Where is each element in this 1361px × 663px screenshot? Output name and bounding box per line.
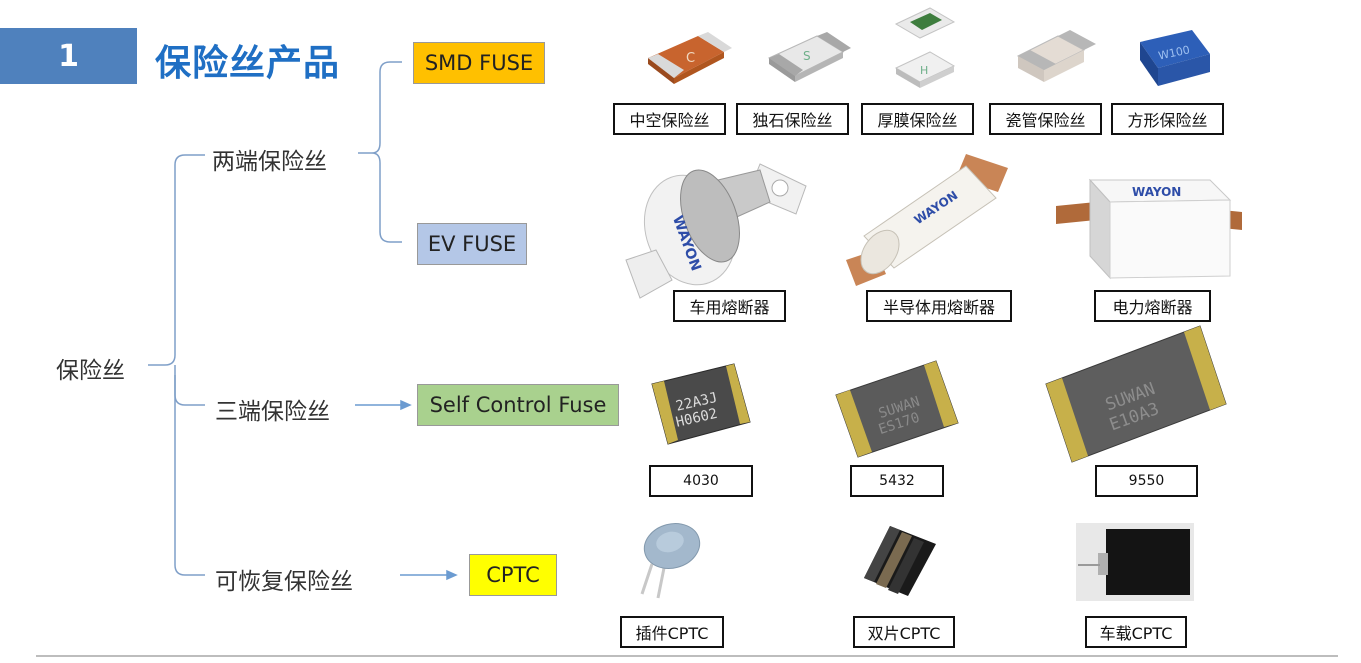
scf-4030-image: 22A3J H0602: [651, 363, 751, 445]
scf-9550-image: SUWAN E10A3: [1045, 325, 1227, 463]
scf-caption-9550: 9550: [1095, 465, 1198, 497]
root-bracket: [148, 154, 205, 576]
square-fuse-marking: W100: [1157, 43, 1191, 62]
thick-film-fuse-marking: H: [920, 64, 928, 77]
monolithic-fuse-marking: S: [803, 49, 811, 63]
power-fuse-image: WAYON: [1056, 178, 1242, 280]
ev-caption-semiconductor: 半导体用熔断器: [866, 290, 1012, 322]
square-fuse-image: W100: [1140, 30, 1210, 86]
scf-arrow-head: [400, 399, 412, 411]
leaded-cptc-image: [640, 523, 701, 599]
automotive-fuse-image: WAYON: [625, 163, 807, 299]
automotive-cptc-image: [1076, 523, 1194, 601]
ev-caption-power: 电力熔断器: [1094, 290, 1211, 322]
ev-fuse-box: EV FUSE: [417, 223, 527, 265]
monolithic-fuse-image: S: [767, 32, 851, 82]
scf-caption-4030: 4030: [649, 465, 753, 497]
three-terminal-label: 三端保险丝: [215, 399, 330, 425]
smd-caption-square: 方形保险丝: [1111, 103, 1224, 135]
hollow-fuse-image: C: [648, 32, 732, 84]
scf-caption-5432: 5432: [850, 465, 944, 497]
thick-film-fuse-image: H: [894, 7, 956, 88]
cptc-caption-leaded: 插件CPTC: [620, 616, 724, 648]
cptc-caption-dual-chip: 双片CPTC: [853, 616, 955, 648]
smd-caption-monolithic: 独石保险丝: [736, 103, 849, 135]
smd-fuse-box: SMD FUSE: [413, 42, 545, 84]
ev-caption-automotive: 车用熔断器: [673, 290, 786, 322]
cptc-arrow-head: [446, 569, 458, 581]
root-bracket-mid: [174, 375, 205, 406]
semiconductor-fuse-image: WAYON: [846, 154, 1008, 286]
tree-root-label: 保险丝: [56, 358, 125, 384]
smd-caption-hollow: 中空保险丝: [613, 103, 726, 135]
power-fuse-marking: WAYON: [1132, 185, 1181, 199]
resettable-label: 可恢复保险丝: [215, 569, 353, 595]
two-terminal-label: 两端保险丝: [212, 149, 327, 175]
cptc-box: CPTC: [469, 554, 557, 596]
page-title: 保险丝产品: [155, 43, 341, 84]
hollow-fuse-marking: C: [686, 51, 695, 66]
ceramic-tube-fuse-image: [1016, 30, 1096, 82]
self-control-fuse-box: Self Control Fuse: [417, 384, 619, 426]
section-number: 1: [0, 28, 137, 84]
dual-chip-cptc-image: [864, 526, 936, 596]
smd-caption-ceramic: 瓷管保险丝: [989, 103, 1102, 135]
smd-caption-thick-film: 厚膜保险丝: [861, 103, 974, 135]
scf-5432-image: SUWAN ES170: [835, 360, 959, 458]
two-terminal-bracket: [358, 61, 402, 243]
bottom-divider: [36, 655, 1338, 657]
cptc-caption-automotive: 车载CPTC: [1085, 616, 1187, 648]
